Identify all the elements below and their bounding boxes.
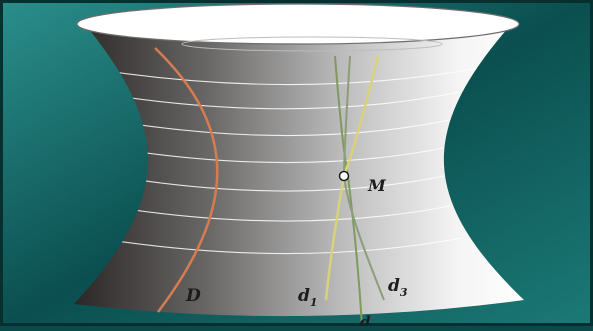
curve-d: [154, 47, 219, 313]
label-d-curve: D: [185, 286, 201, 306]
label-d1: d1: [298, 286, 318, 309]
parallel-circle-6: [119, 205, 451, 222]
top-rim: [76, 3, 520, 45]
parallel-circle-5: [124, 175, 445, 192]
parallel-circle-3: [119, 119, 451, 137]
parallel-circle-1: [99, 67, 481, 86]
parallel-circle-2: [109, 91, 461, 110]
parallel-circle-7: [109, 237, 463, 255]
label-d3-sub: 3: [400, 286, 408, 299]
top-rim-inner: [181, 36, 443, 52]
label-d1-sub: 1: [310, 296, 318, 309]
label-d3: d3: [388, 276, 408, 299]
parallel-circle-4: [124, 147, 445, 164]
point-m: [338, 170, 350, 182]
label-m: M: [367, 176, 387, 195]
label-d-bottom: d: [360, 313, 371, 326]
